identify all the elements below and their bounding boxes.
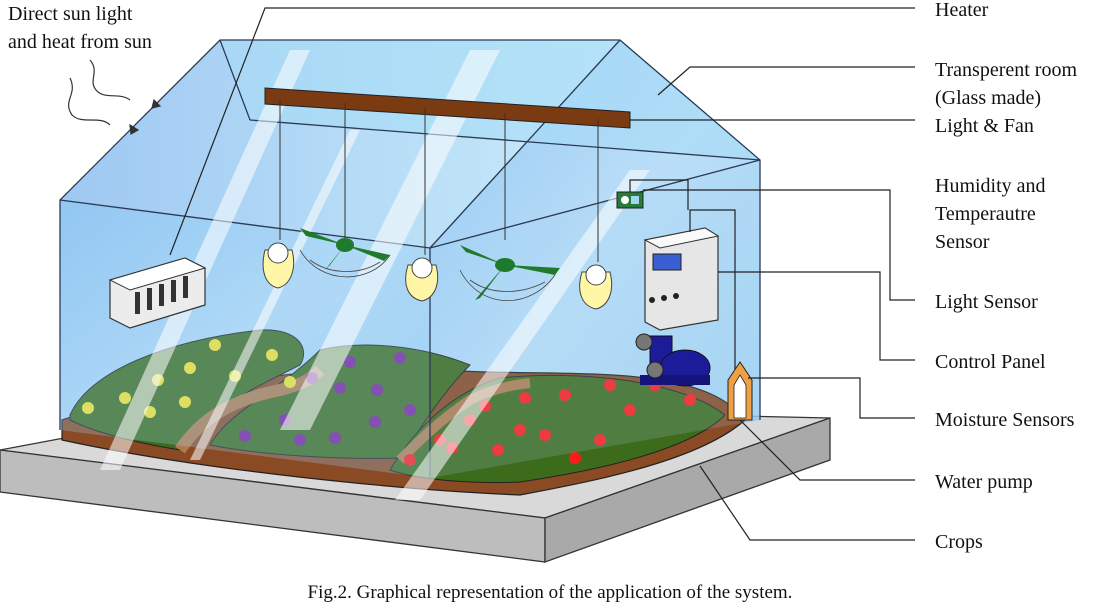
label-humidity-line3: Sensor xyxy=(935,231,990,253)
label-moisture-sensors: Moisture Sensors xyxy=(935,409,1075,431)
figure-caption: Fig.2. Graphical representation of the a… xyxy=(308,582,793,603)
label-humidity-line1: Humidity and xyxy=(935,175,1046,197)
label-sun-line1: Direct sun light xyxy=(8,3,133,25)
label-control-panel: Control Panel xyxy=(935,351,1046,373)
label-room-line1: Transperent room xyxy=(935,59,1077,81)
label-room-line2: (Glass made) xyxy=(935,87,1041,109)
label-sun: Direct sun light and heat from sun xyxy=(8,3,152,53)
label-water-pump: Water pump xyxy=(935,471,1033,493)
crop-plant xyxy=(569,452,581,464)
label-light-fan: Light & Fan xyxy=(935,115,1034,137)
label-heater: Heater xyxy=(935,0,989,21)
label-light-sensor: Light Sensor xyxy=(935,291,1038,313)
label-crops: Crops xyxy=(935,531,983,553)
label-humidity-line2: Temperautre xyxy=(935,203,1036,225)
bulb-icon xyxy=(580,265,612,309)
label-sun-line2: and heat from sun xyxy=(8,31,152,53)
